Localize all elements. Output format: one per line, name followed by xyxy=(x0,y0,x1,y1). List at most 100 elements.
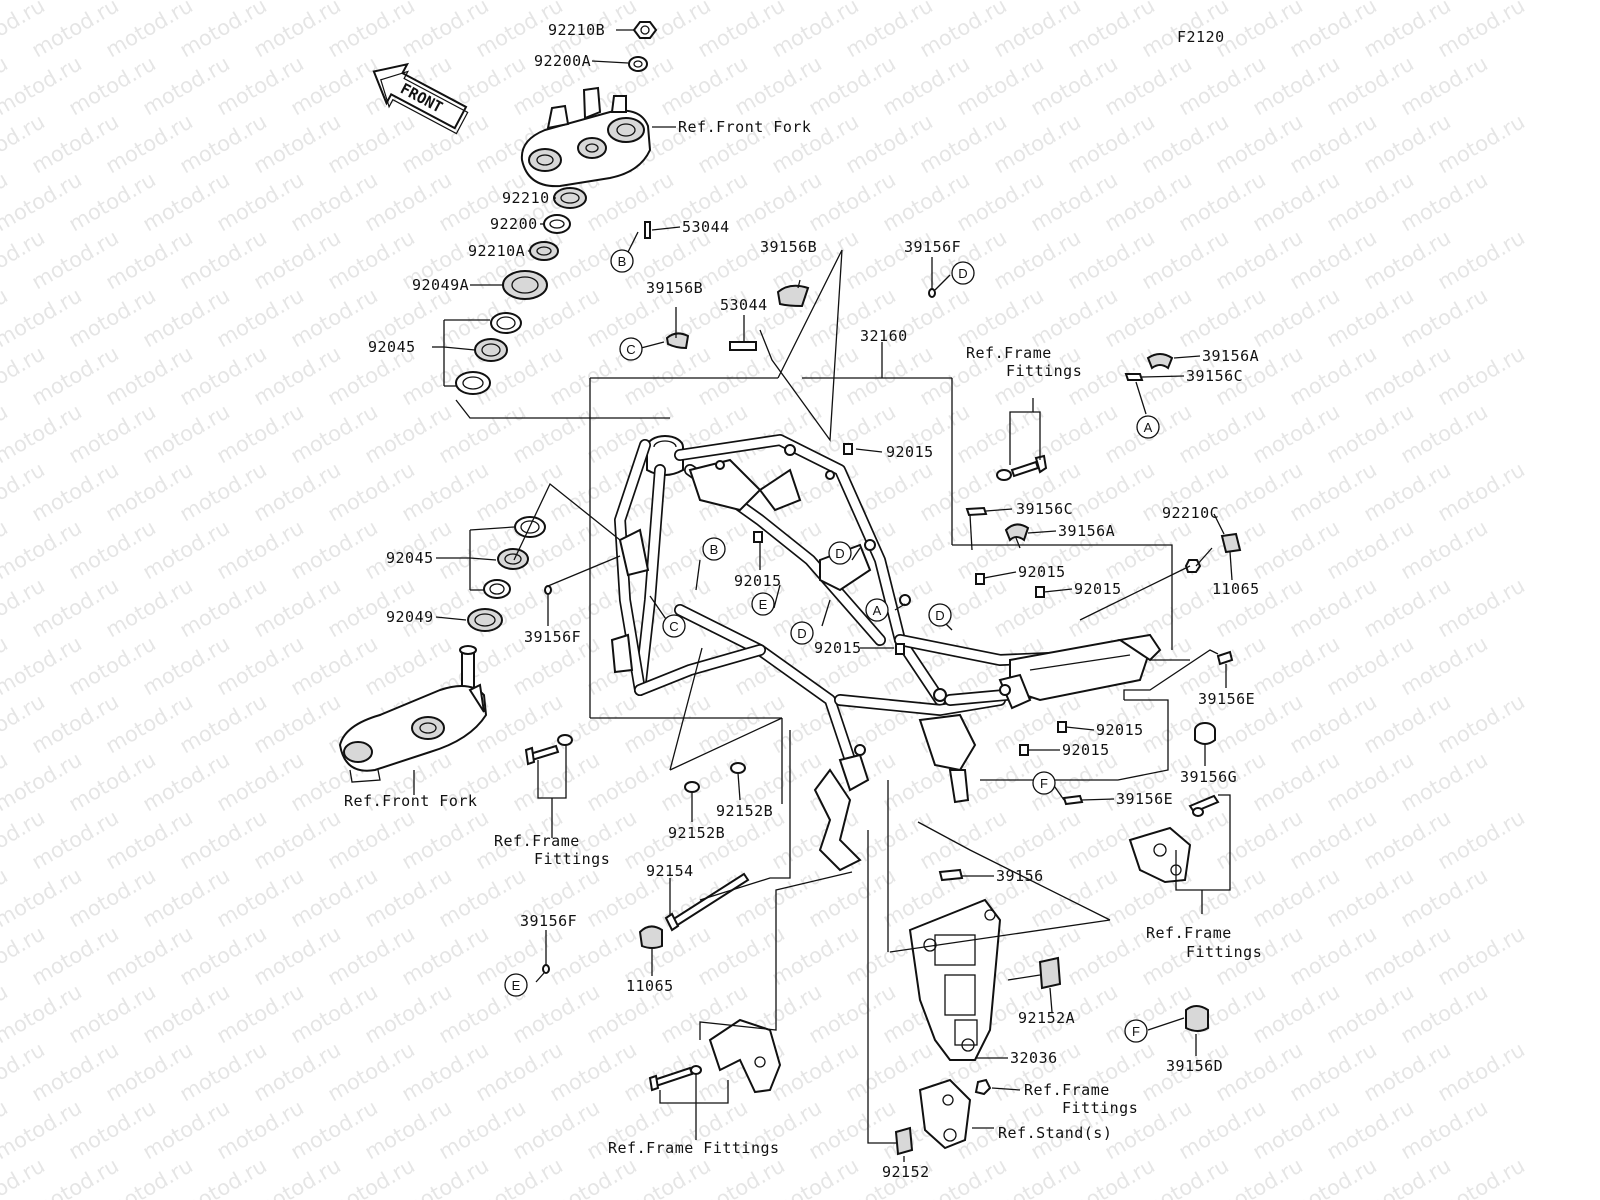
svg-text:B: B xyxy=(618,254,627,269)
label-92045-top: 92045 xyxy=(368,338,416,356)
bracket-ref-frame-fittings-bottom xyxy=(648,1018,782,1094)
label-92152B-a: 92152B xyxy=(716,802,773,820)
label-92152A: 92152A xyxy=(1018,1009,1075,1027)
callout-B-frame: B xyxy=(702,537,726,561)
label-92015-c: 92015 xyxy=(734,572,782,590)
label-53044-mid: 53044 xyxy=(720,296,768,314)
bracket-ref-stands xyxy=(918,1078,992,1150)
label-92015-g: 92015 xyxy=(1062,741,1110,759)
steering-head-parts xyxy=(455,21,658,395)
label-ref-frame-fittings-left-2: Fittings xyxy=(534,850,610,868)
main-frame-32160 xyxy=(610,434,1162,872)
svg-text:F: F xyxy=(1040,776,1048,791)
washer-92200A xyxy=(628,56,648,72)
callout-C-top: C xyxy=(619,337,643,361)
label-ref-frame-fittings-top-1: Ref.Frame xyxy=(966,344,1052,362)
bolt-92154 xyxy=(664,872,750,932)
svg-text:C: C xyxy=(626,342,635,357)
pad-39156E-right xyxy=(1216,650,1234,666)
label-ref-stands: Ref.Stand(s) xyxy=(998,1124,1112,1142)
label-92154: 92154 xyxy=(646,862,694,880)
label-39156A-mid: 39156A xyxy=(1058,522,1115,540)
label-92210B: 92210B xyxy=(548,21,605,39)
cap-39156D xyxy=(1185,1005,1209,1032)
svg-text:D: D xyxy=(797,626,806,641)
nut-92210A xyxy=(529,241,559,261)
callout-A-top: A xyxy=(1136,415,1160,439)
washer-92152B-b xyxy=(684,781,700,793)
cap-11065-bottom xyxy=(638,925,663,949)
small-parts xyxy=(524,221,1242,1156)
label-39156A-top: 39156A xyxy=(1202,347,1259,365)
pad-39156C-top xyxy=(1124,373,1144,381)
bracket-32036 xyxy=(908,898,1002,1061)
label-32036: 32036 xyxy=(1010,1049,1058,1067)
label-ref-frame-fittings-left-1: Ref.Frame xyxy=(494,832,580,850)
label-39156C-mid: 39156C xyxy=(1016,500,1073,518)
cover-39156B-mid xyxy=(776,284,810,308)
label-92210C: 92210C xyxy=(1162,504,1219,522)
label-ref-front-fork-top: Ref.Front Fork xyxy=(678,118,811,136)
callout-D-frame-3: D xyxy=(790,621,814,645)
leader-lines xyxy=(413,29,1233,1162)
pad-39156E-bottom xyxy=(1062,794,1084,806)
label-ref-frame-fittings-low-1: Ref.Frame xyxy=(1024,1081,1110,1099)
nut-92210 xyxy=(553,187,587,209)
pad-39156 xyxy=(938,868,964,882)
label-11065-right: 11065 xyxy=(1212,580,1260,598)
collar-92152A xyxy=(1038,956,1062,990)
callout-B-top: B xyxy=(610,249,634,273)
label-92210A: 92210A xyxy=(468,242,525,260)
svg-text:D: D xyxy=(935,608,944,623)
label-39156D: 39156D xyxy=(1166,1057,1223,1075)
upper-fork-bracket xyxy=(520,86,652,188)
part-labels: 92210B 92200A Ref.Front Fork 92210 92200… xyxy=(344,21,1262,1181)
svg-text:F: F xyxy=(1132,1024,1140,1039)
label-92200: 92200 xyxy=(490,215,538,233)
lower-steering-parts xyxy=(338,516,546,783)
washer-92152B-a xyxy=(730,762,746,774)
label-39156E-bot: 39156E xyxy=(1116,790,1173,808)
watermark-text: motod.ru xyxy=(0,0,86,4)
nut-92210B xyxy=(632,21,658,39)
label-92200A: 92200A xyxy=(534,52,591,70)
label-92152: 92152 xyxy=(882,1163,930,1181)
label-39156B-left: 39156B xyxy=(646,279,703,297)
label-53044-top: 53044 xyxy=(682,218,730,236)
callout-D-frame-2: D xyxy=(928,603,952,627)
callout-F-frame: F xyxy=(1032,771,1056,795)
svg-text:A: A xyxy=(1144,420,1153,435)
callout-E-frame: E xyxy=(751,592,775,616)
washer-92200 xyxy=(543,214,571,234)
label-92152B-b: 92152B xyxy=(668,824,725,842)
lower-fork-bracket xyxy=(338,645,488,783)
label-39156B-mid: 39156B xyxy=(760,238,817,256)
cover-39156A-mid xyxy=(1004,523,1030,542)
callout-D-frame-1: D xyxy=(828,541,852,565)
label-11065-bot: 11065 xyxy=(626,977,674,995)
callout-circles: B D C A B D E A D C D F E F xyxy=(504,249,1160,1043)
pad-39156C-mid xyxy=(965,506,988,517)
bearing-92045-upper xyxy=(474,338,508,362)
figure-code: F2120 xyxy=(1177,28,1225,46)
cap-11065-right xyxy=(1220,532,1242,554)
label-39156G: 39156G xyxy=(1180,768,1237,786)
label-32160: 32160 xyxy=(860,327,908,345)
collar-92152 xyxy=(894,1126,914,1156)
label-92210: 92210 xyxy=(502,189,550,207)
svg-text:D: D xyxy=(958,266,967,281)
clip-53044-top xyxy=(644,221,651,239)
bracket-ref-frame-fittings-right xyxy=(1128,794,1220,884)
callout-C-frame: C xyxy=(662,614,686,638)
label-39156F-bot: 39156F xyxy=(520,912,577,930)
svg-text:E: E xyxy=(512,978,521,993)
label-92045-bot: 92045 xyxy=(386,549,434,567)
callout-A-frame: A xyxy=(865,598,889,622)
label-39156C-top: 39156C xyxy=(1186,367,1243,385)
cover-39156B-left xyxy=(665,332,690,350)
label-39156F-top: 39156F xyxy=(904,238,961,256)
label-ref-frame-fittings-right-2: Fittings xyxy=(1186,943,1262,961)
label-92015-b: 92015 xyxy=(1018,563,1066,581)
label-ref-frame-fittings-low-2: Fittings xyxy=(1062,1099,1138,1117)
